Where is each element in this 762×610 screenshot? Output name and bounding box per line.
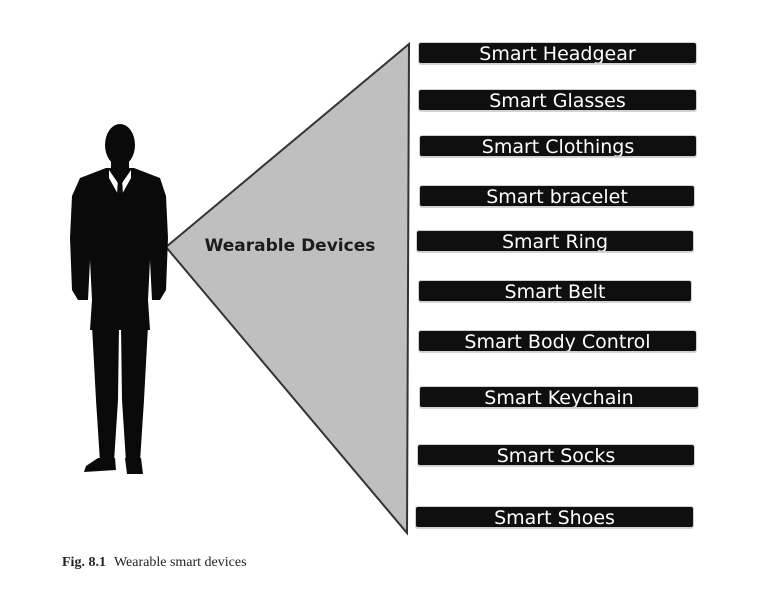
device-bar-shoes: Smart Shoes	[415, 506, 694, 528]
fan-triangle	[164, 41, 411, 536]
device-bar-ring: Smart Ring	[416, 230, 694, 252]
device-bar-headgear: Smart Headgear	[418, 42, 697, 64]
device-bar-glasses: Smart Glasses	[418, 89, 697, 111]
device-bar-clothings: Smart Clothings	[419, 135, 697, 157]
figure-number: Fig. 8.1	[62, 555, 106, 570]
person-silhouette-icon	[70, 124, 168, 474]
figure-caption: Fig. 8.1 Wearable smart devices	[62, 555, 247, 571]
device-bar-belt: Smart Belt	[418, 280, 692, 302]
device-bar-body-control: Smart Body Control	[418, 330, 697, 352]
center-label: Wearable Devices	[204, 236, 376, 256]
figure-caption-text: Wearable smart devices	[113, 555, 247, 570]
device-bar-keychain: Smart Keychain	[419, 386, 699, 408]
device-bar-bracelet: Smart bracelet	[419, 185, 695, 207]
device-bar-socks: Smart Socks	[417, 444, 695, 466]
